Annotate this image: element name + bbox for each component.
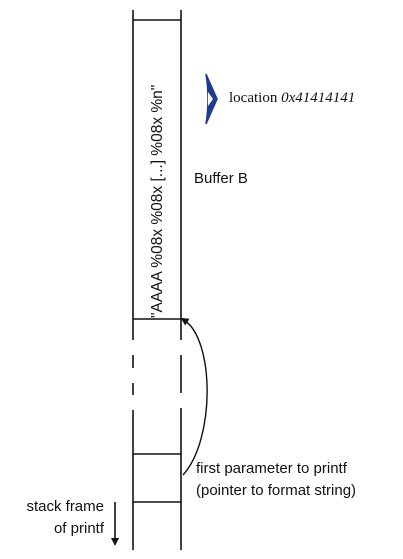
buffer-contents: "AAAA %08x %08x [...] %08x %n" bbox=[149, 85, 166, 318]
location-label: location 0x41414141 bbox=[229, 90, 355, 107]
pointer-arrow bbox=[180, 317, 208, 476]
stack-frame-label: stack frame of printf bbox=[4, 496, 104, 540]
first-param-line1: first parameter to printf bbox=[196, 460, 347, 477]
buffer-label: Buffer B bbox=[194, 170, 248, 187]
location-address: 0x41414141 bbox=[281, 90, 356, 106]
location-marker-inner bbox=[208, 92, 213, 106]
first-param-label: first parameter to printf (pointer to fo… bbox=[196, 458, 356, 502]
location-prefix: location bbox=[229, 90, 282, 106]
stack-frame-line2: of printf bbox=[53, 520, 104, 537]
stack-frame-line1: stack frame bbox=[26, 498, 104, 515]
first-param-line2: (pointer to format string) bbox=[196, 482, 357, 499]
